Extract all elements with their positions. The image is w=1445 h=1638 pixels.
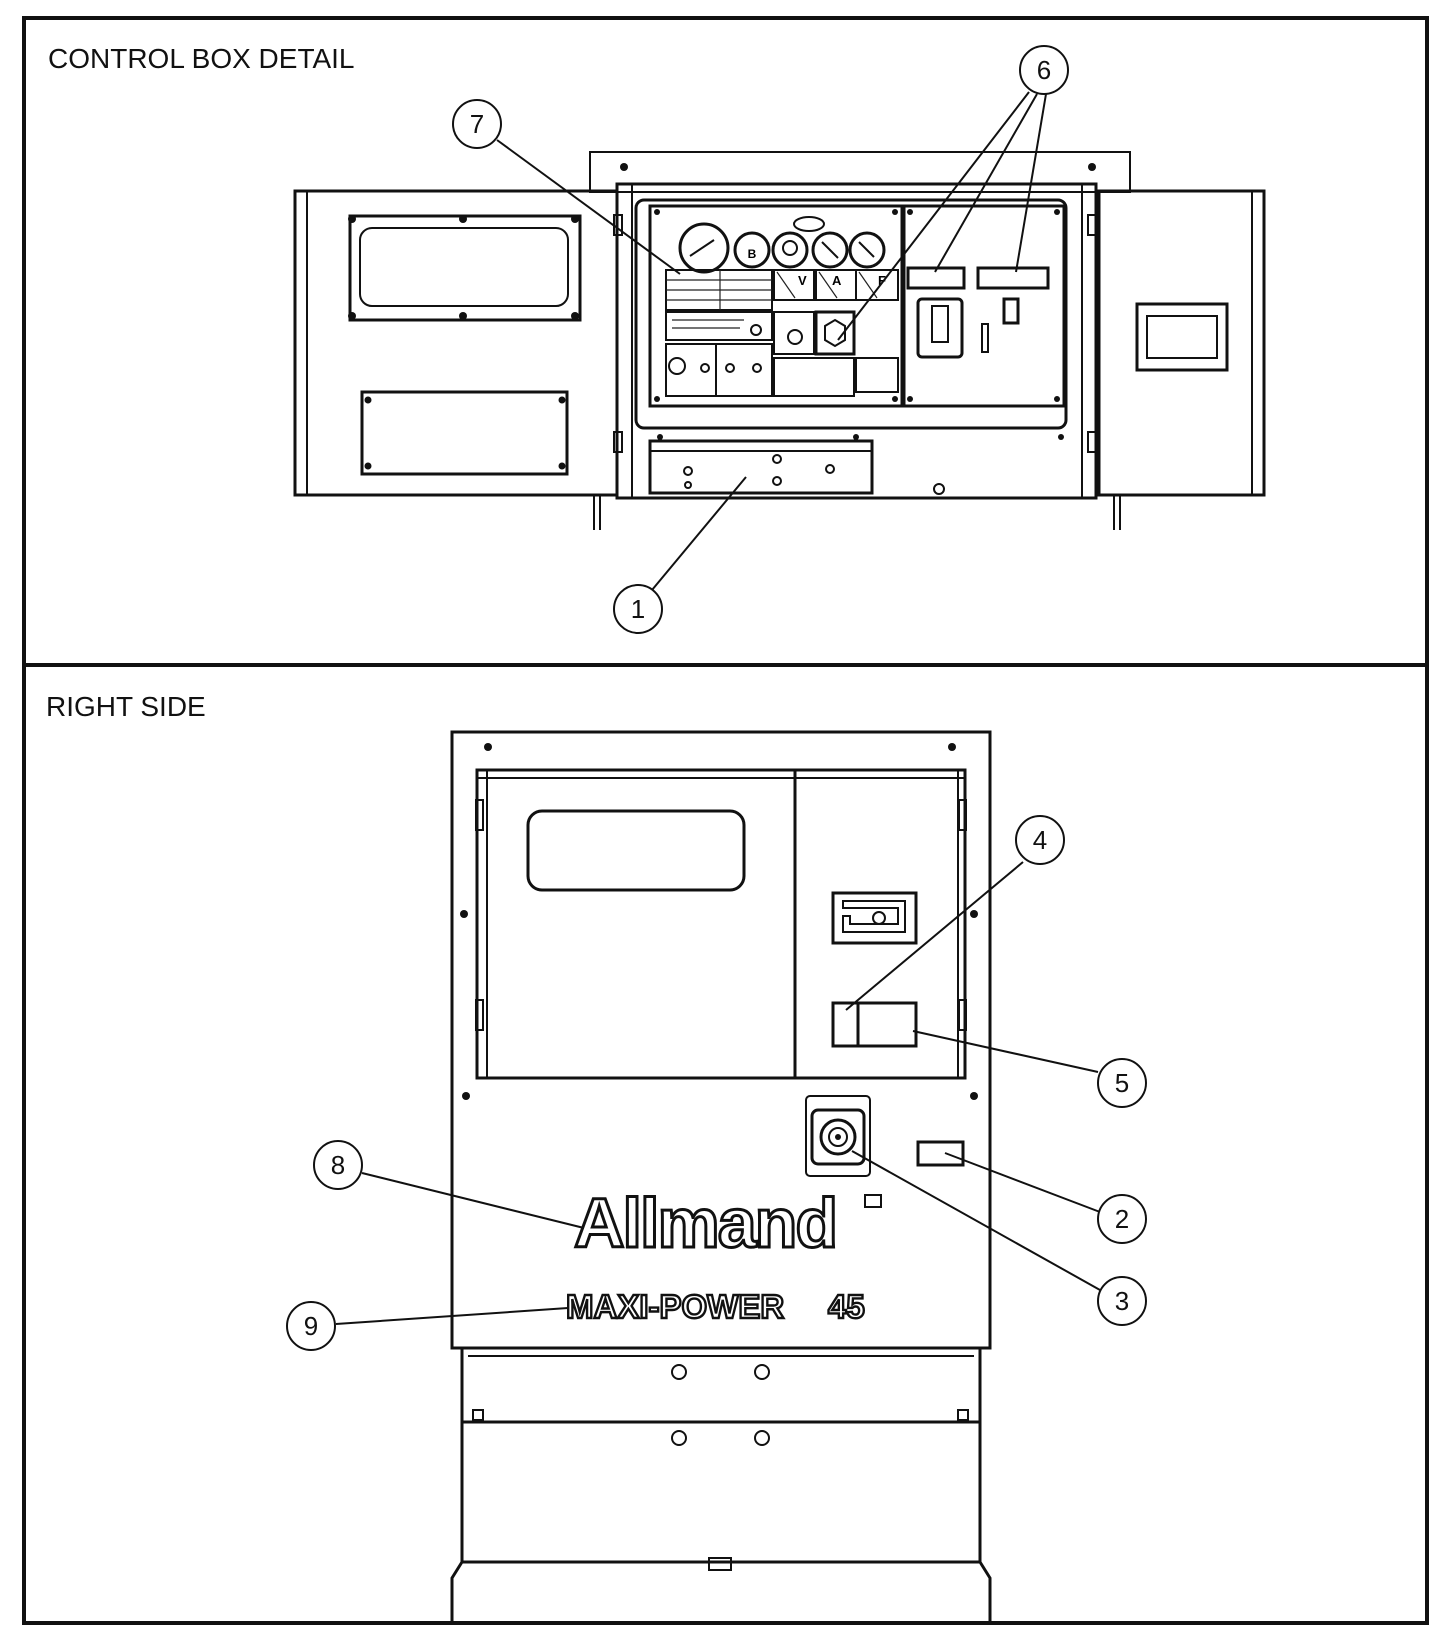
svg-text:6: 6	[1037, 55, 1051, 85]
brand-decal: Allmand MAXI-POWER 45	[565, 1183, 882, 1326]
brand-logo: Allmand	[574, 1184, 836, 1262]
callout-9: 9	[286, 1301, 569, 1351]
svg-text:4: 4	[1033, 825, 1047, 855]
back-plate	[589, 151, 1131, 193]
control-box-drawing: B V	[293, 151, 1266, 530]
meters: V A F	[773, 269, 899, 301]
hour-meter-plate	[916, 1140, 965, 1167]
switch-box	[831, 1001, 918, 1048]
svg-text:5: 5	[1115, 1068, 1129, 1098]
lower-panel-bar	[648, 439, 945, 495]
gauge-label-b: B	[748, 247, 757, 261]
callout-1: 1	[613, 476, 747, 634]
callout-4: 4	[845, 815, 1065, 1011]
receptacle	[805, 1095, 871, 1177]
right-side-drawing: Allmand MAXI-POWER 45	[450, 730, 992, 1625]
callout-6: 6	[837, 45, 1069, 341]
meter-label-f: F	[878, 273, 886, 288]
right-door	[1087, 189, 1266, 497]
callout-8: 8	[313, 1140, 585, 1229]
model-logo: MAXI-POWER	[566, 1288, 784, 1325]
svg-text:9: 9	[304, 1311, 318, 1341]
callout-7: 7	[452, 99, 681, 275]
panel-title-control-box: CONTROL BOX DETAIL	[48, 43, 355, 74]
breaker-panel	[906, 266, 1050, 359]
svg-text:3: 3	[1115, 1286, 1129, 1316]
callout-2: 2	[944, 1152, 1147, 1244]
meter-label-v: V	[798, 273, 807, 288]
panel-title-right-side: RIGHT SIDE	[46, 691, 206, 722]
svg-text:8: 8	[331, 1150, 345, 1180]
svg-text:1: 1	[631, 594, 645, 624]
door-window	[526, 809, 746, 892]
indicator-decal	[665, 269, 773, 397]
model-number: 45	[828, 1288, 865, 1325]
svg-text:7: 7	[470, 109, 484, 139]
panel-frame-bottom	[22, 663, 1429, 1625]
meter-label-a: A	[832, 273, 842, 288]
control-box-housing	[615, 182, 1098, 500]
callout-5: 5	[912, 1030, 1147, 1108]
gauge-cluster: B	[678, 216, 886, 274]
door-latch	[831, 891, 918, 945]
left-door	[293, 189, 623, 497]
callout-3: 3	[851, 1150, 1147, 1326]
selector-controls	[715, 310, 899, 397]
lower-housing	[450, 1346, 992, 1625]
svg-text:2: 2	[1115, 1204, 1129, 1234]
control-door	[475, 768, 967, 1080]
